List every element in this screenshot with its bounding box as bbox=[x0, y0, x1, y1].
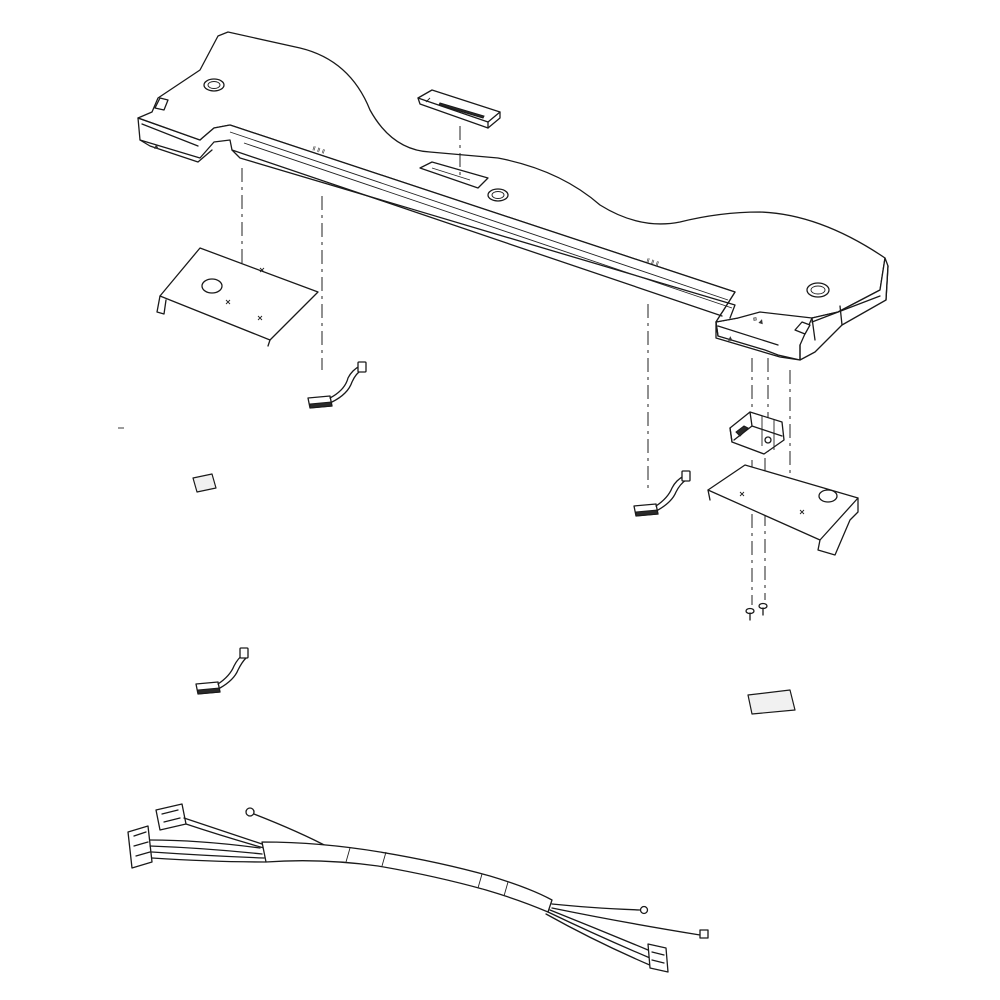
screws[interactable] bbox=[745, 602, 768, 621]
left-bracket[interactable] bbox=[156, 247, 319, 347]
explosion-lines bbox=[241, 126, 791, 605]
svg-text:⊕ ▲: ⊕ ▲ bbox=[751, 315, 765, 325]
led-harness-c[interactable] bbox=[195, 647, 249, 695]
pad-b[interactable] bbox=[747, 689, 796, 715]
svg-text:▲: ▲ bbox=[728, 335, 733, 342]
svg-text:Ⅱ Ⅱ Ⅱ: Ⅱ Ⅱ Ⅱ bbox=[311, 145, 325, 156]
led-harness-a[interactable] bbox=[307, 361, 367, 409]
pad-a[interactable] bbox=[192, 473, 217, 493]
light-switch[interactable] bbox=[729, 411, 785, 455]
svg-text:Ⅱ Ⅱ Ⅱ: Ⅱ Ⅱ Ⅱ bbox=[645, 257, 659, 268]
top-cover[interactable]: Ⅱ Ⅱ Ⅱ Ⅱ Ⅱ Ⅱ ⊕ ▲ ▲ ▲ bbox=[137, 31, 889, 361]
right-bracket[interactable] bbox=[707, 464, 859, 556]
screw-icon bbox=[758, 602, 768, 616]
screw-icon bbox=[745, 607, 755, 621]
svg-text:▲: ▲ bbox=[154, 143, 159, 150]
wire-harness[interactable] bbox=[127, 803, 709, 973]
cover-label[interactable] bbox=[417, 89, 501, 129]
led-harness-b[interactable] bbox=[633, 470, 691, 517]
